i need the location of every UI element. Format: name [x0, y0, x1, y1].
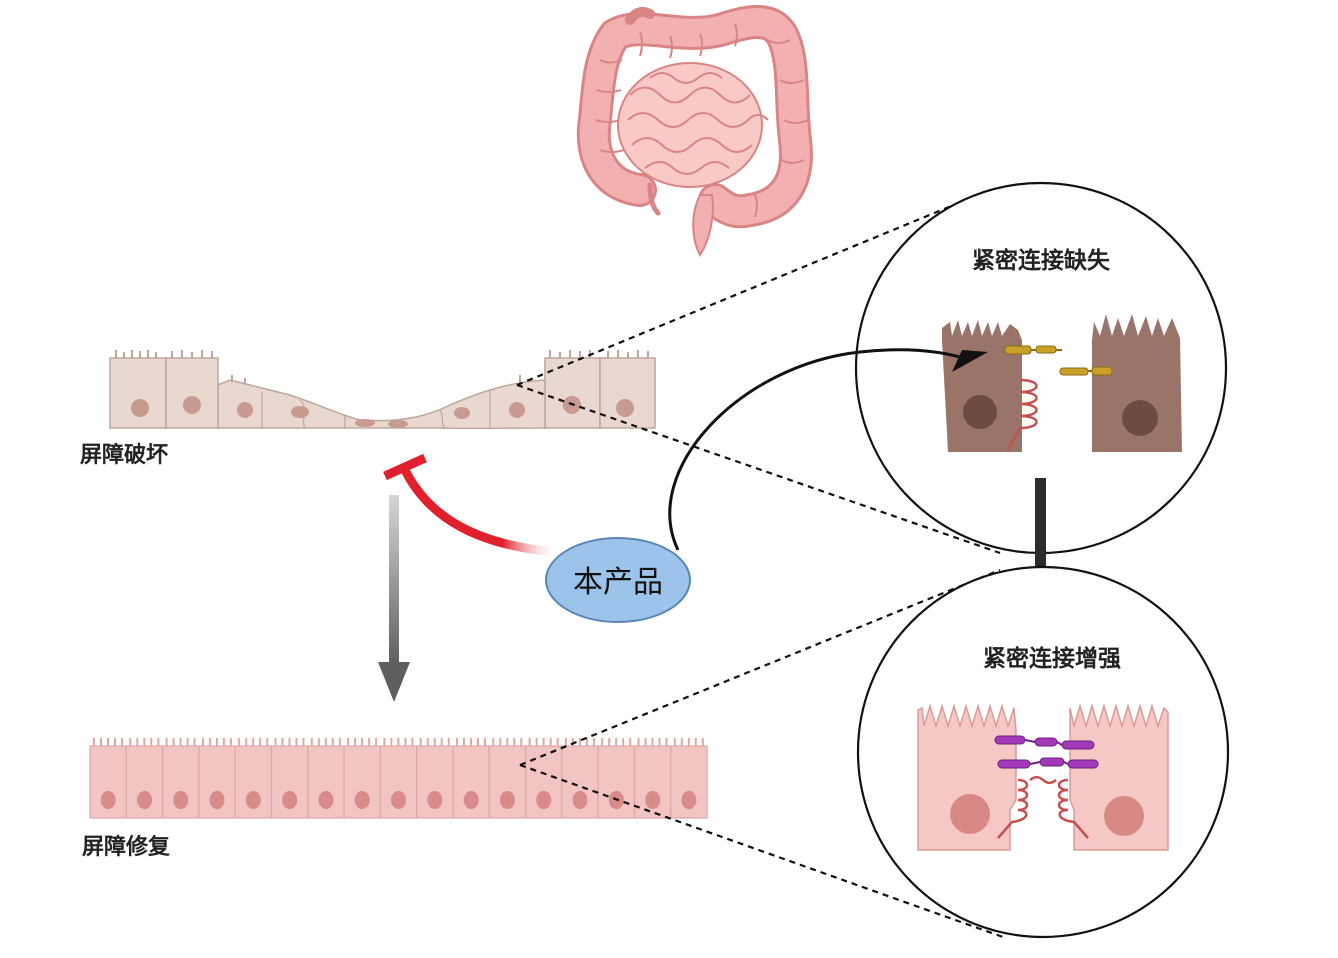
down-arrow-icon	[378, 495, 410, 702]
cell-nucleus	[318, 791, 334, 809]
cell-nucleus	[572, 791, 588, 809]
intestine-icon	[576, 5, 813, 257]
cell-nucleus	[681, 791, 697, 809]
cell-nucleus	[100, 791, 116, 809]
healthy-epithelium	[89, 738, 708, 819]
junction-enhanced-title: 紧密连接增强	[983, 645, 1121, 672]
cell-nucleus	[536, 791, 552, 809]
zoom-circle-junction-loss: 紧密连接缺失	[854, 181, 1228, 555]
cell-nucleus	[427, 791, 443, 809]
barrier-damage-label: 屏障破坏	[80, 442, 168, 468]
cell-nucleus	[209, 791, 225, 809]
cell-nucleus	[136, 791, 152, 809]
damaged-epithelium	[109, 350, 656, 430]
cell-nucleus	[645, 791, 661, 809]
zoom-lines	[516, 186, 1004, 939]
cell-nucleus	[282, 791, 298, 809]
product-badge: 本产品	[545, 537, 691, 623]
product-label: 本产品	[573, 565, 663, 600]
cell-nucleus	[391, 791, 407, 809]
zoom-circle-junction-enhanced: 紧密连接增强	[856, 565, 1230, 939]
cell-nucleus	[173, 791, 189, 809]
junction-loss-title: 紧密连接缺失	[972, 247, 1111, 274]
cell-nucleus	[354, 791, 370, 809]
product-to-junction-arrowhead	[952, 350, 988, 372]
inhibit-arrow-icon	[383, 453, 556, 557]
cell-nucleus	[499, 791, 515, 809]
cell-nucleus	[245, 791, 261, 809]
product-to-junction-arrow	[668, 348, 971, 551]
cell-nucleus	[463, 791, 479, 809]
barrier-repair-label: 屏障修复	[82, 834, 171, 860]
